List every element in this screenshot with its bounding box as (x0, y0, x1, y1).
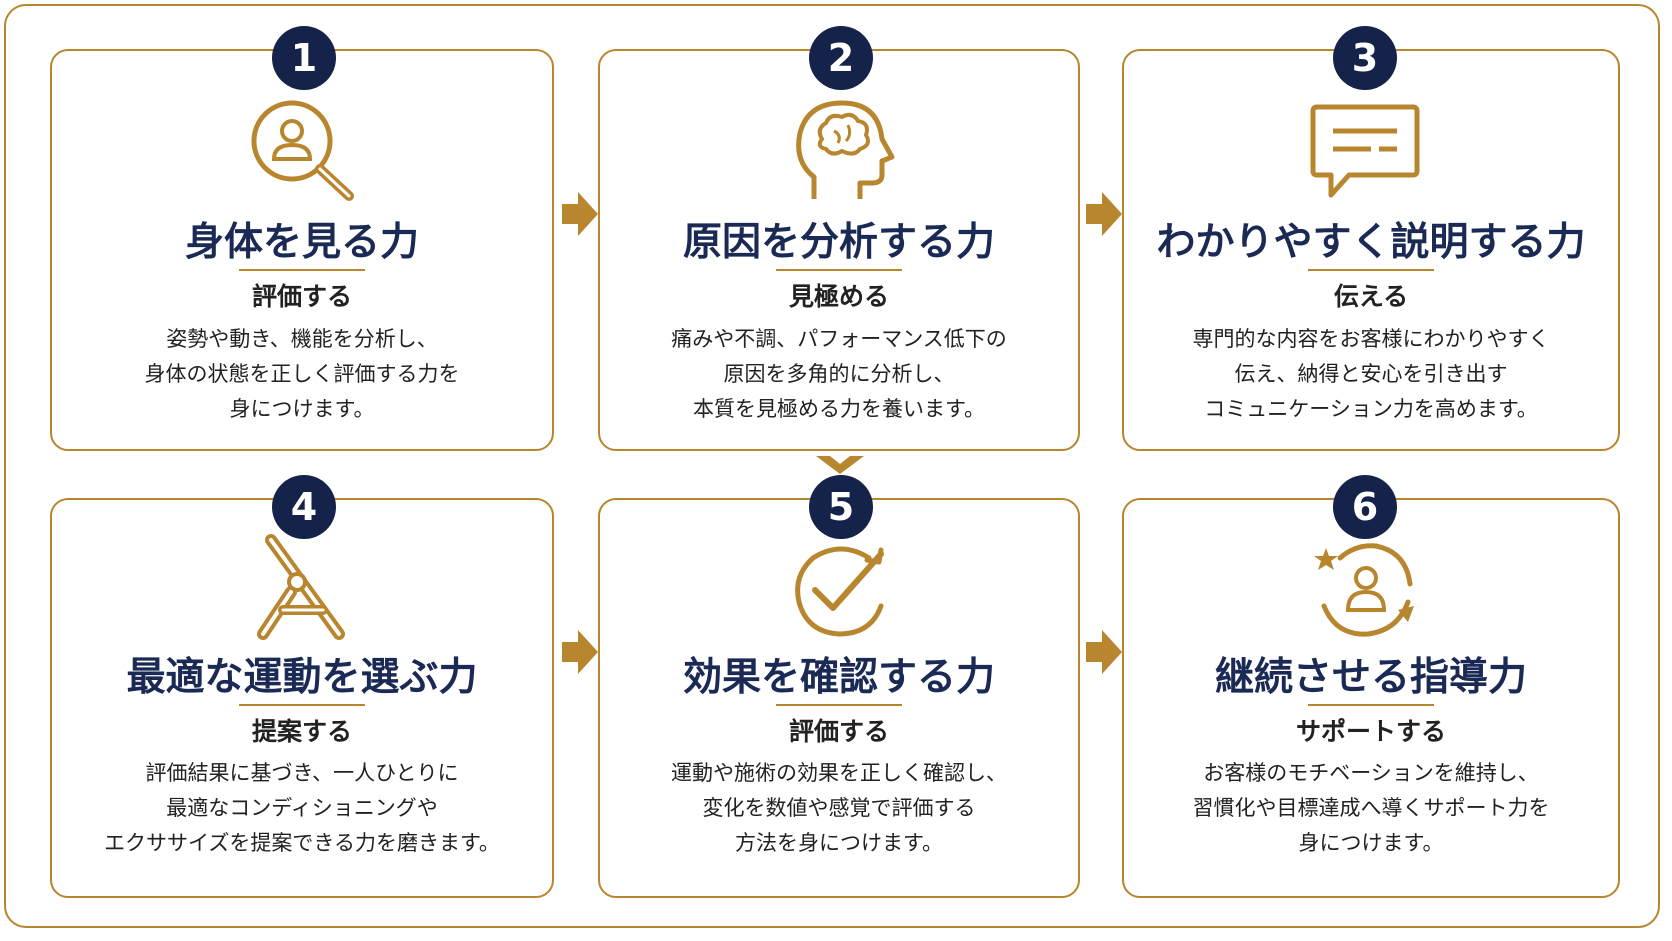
magnifier-person-icon (244, 95, 364, 209)
brain-head-icon (786, 95, 896, 209)
step-subtitle: 伝える (1333, 282, 1409, 311)
arrow-right-icon (562, 630, 598, 674)
step-description: 痛みや不調、パフォーマンス低下の 原因を多角的に分析し、 本質を見極める力を養い… (600, 322, 1078, 427)
step-title: わかりやすく説明する力 (1156, 220, 1586, 265)
step-subtitle: 見極める (788, 282, 889, 311)
arrow-down-icon (816, 456, 864, 474)
description-line: 評価結果に基づき、一人ひとりに (145, 761, 459, 785)
description-line: 原因を多角的に分析し、 (723, 362, 955, 386)
title-divider (1308, 704, 1434, 706)
step-number-badge: 4 (272, 475, 336, 539)
step-description: 姿勢や動き、機能を分析し、 身体の状態を正しく評価する力を 身につけます。 (52, 322, 552, 427)
step-subtitle: 評価する (251, 282, 352, 311)
title-divider (239, 704, 365, 706)
description-line: 身につけます。 (229, 397, 375, 421)
step-title: 継続させる指導力 (1214, 655, 1527, 700)
description-line: 運動や施術の効果を正しく確認し、 (671, 761, 1007, 785)
title-divider (776, 269, 902, 271)
step-card-3: 3 わかりやすく説明する力 伝える 専門的な内容をお客様にわかりやすく 伝え、納… (1122, 26, 1620, 451)
description-line: コミュニケーション力を高めます。 (1204, 397, 1538, 421)
step-card-1: 1 身体を見る力 評価する 姿勢や動き、機能を分析し、 身体の状態を正しく評価す… (50, 26, 554, 451)
description-line: 本質を見極める力を養います。 (693, 397, 985, 421)
title-divider (1308, 269, 1434, 271)
step-description: 運動や施術の効果を正しく確認し、 変化を数値や感覚で評価する 方法を身につけます… (600, 756, 1078, 861)
check-cycle-icon (791, 544, 891, 644)
step-number-badge: 6 (1333, 475, 1397, 539)
step-subtitle: 評価する (788, 717, 889, 746)
arrow-right-icon (1086, 630, 1122, 674)
arrow-right-icon (562, 192, 598, 236)
description-line: 専門的な内容をお客様にわかりやすく (1192, 327, 1550, 351)
step-card-4: 4 最適な運動を選ぶ力 提案する 評価結果に基づき、一人ひとりに 最適なコンディ… (50, 475, 554, 898)
title-divider (776, 704, 902, 706)
title-divider (239, 269, 365, 271)
step-title: 身体を見る力 (184, 220, 419, 265)
step-card-6: 6 継続させる指導力 サポートする お客様のモチベーションを維持し、 習慣化や目… (1122, 475, 1620, 898)
description-line: お客様のモチベーションを維持し、 (1203, 761, 1539, 785)
step-subtitle: サポートする (1295, 717, 1446, 746)
outer-frame (4, 4, 1660, 928)
description-line: 伝え、納得と安心を引き出す (1234, 362, 1508, 386)
description-line: 最適なコンディショニングや (166, 796, 438, 820)
description-line: 身体の状態を正しく評価する力を (144, 362, 460, 386)
step-description: お客様のモチベーションを維持し、 習慣化や目標達成へ導くサポート力を 身につけま… (1124, 756, 1618, 861)
stretch-person-icon (249, 534, 359, 646)
step-number-badge: 2 (809, 26, 873, 90)
step-description: 評価結果に基づき、一人ひとりに 最適なコンディショニングや エクササイズを提案で… (52, 756, 552, 861)
step-title: 効果を確認する力 (682, 655, 995, 700)
step-card-2: 2 原因を分析する力 見極める 痛みや不調、パフォーマンス低下の 原因を多角的に… (598, 26, 1080, 451)
description-line: エクササイズを提案できる力を磨きます。 (104, 831, 500, 855)
step-description: 専門的な内容をお客様にわかりやすく 伝え、納得と安心を引き出す コミュニケーショ… (1124, 322, 1618, 427)
arrow-right-icon (1086, 192, 1122, 236)
step-number-badge: 1 (272, 26, 336, 90)
person-cycle-star-icon (1310, 540, 1420, 644)
step-title: 最適な運動を選ぶ力 (126, 655, 478, 700)
description-line: 姿勢や動き、機能を分析し、 (166, 327, 438, 351)
step-number-badge: 3 (1333, 26, 1397, 90)
step-subtitle: 提案する (251, 717, 352, 746)
step-number-badge: 5 (809, 475, 873, 539)
speech-bubble-icon (1307, 101, 1423, 205)
step-title: 原因を分析する力 (682, 220, 995, 265)
description-line: 習慣化や目標達成へ導くサポート力を (1192, 796, 1550, 820)
description-line: 変化を数値や感覚で評価する (702, 796, 976, 820)
description-line: 方法を身につけます。 (735, 831, 943, 855)
description-line: 痛みや不調、パフォーマンス低下の (671, 327, 1007, 351)
description-line: 身につけます。 (1298, 831, 1444, 855)
step-card-5: 5 効果を確認する力 評価する 運動や施術の効果を正しく確認し、 変化を数値や感… (598, 475, 1080, 898)
